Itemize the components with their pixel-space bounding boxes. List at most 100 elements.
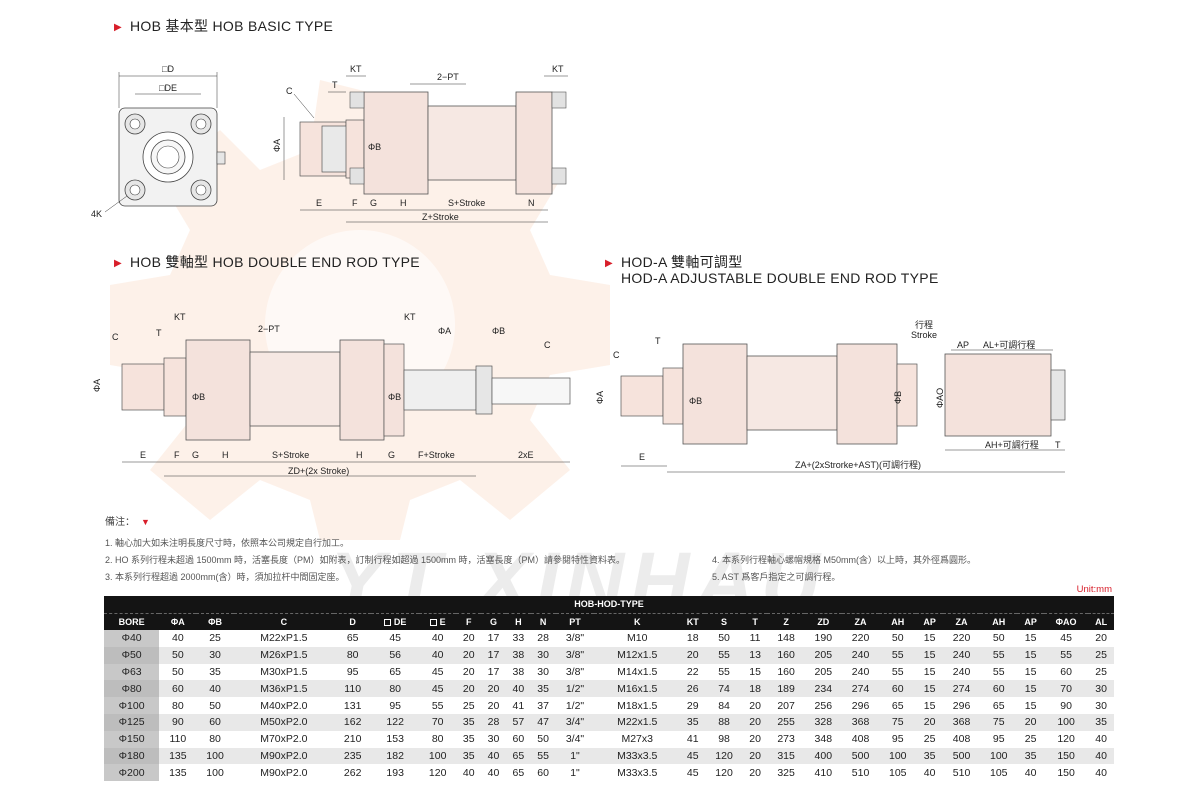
table-cell: 234 bbox=[804, 680, 842, 698]
label-t-2: T bbox=[156, 328, 162, 338]
table-cell: 120 bbox=[419, 764, 457, 782]
front-view-drawing: □D □DE 4K bbox=[91, 64, 226, 219]
table-cell: 65 bbox=[371, 663, 420, 681]
label-g-3: G bbox=[388, 450, 395, 460]
table-cell: 20 bbox=[1088, 630, 1114, 647]
table-cell: 240 bbox=[942, 646, 981, 664]
label-al-adj: AL+可調行程 bbox=[983, 339, 1035, 350]
table-cell: 205 bbox=[804, 646, 842, 664]
column-header-label: ΦB bbox=[208, 616, 222, 627]
table-cell: M40xP2.0 bbox=[233, 697, 335, 714]
column-header: Z bbox=[767, 613, 805, 630]
table-cell: M90xP2.0 bbox=[233, 747, 335, 765]
label-xingcheng: 行程 bbox=[915, 319, 933, 330]
table-cell: 296 bbox=[841, 697, 880, 714]
table-cell: 240 bbox=[841, 646, 880, 664]
triangle-bullet-icon: ▶ bbox=[114, 22, 122, 33]
table-cell: 29 bbox=[679, 697, 706, 714]
table-cell: 315 bbox=[767, 747, 805, 765]
label-stroke: Stroke bbox=[911, 330, 937, 340]
label-phi-b-6: ΦB bbox=[893, 391, 903, 404]
bore-cell: Φ100 bbox=[104, 697, 160, 714]
table-cell: 17 bbox=[481, 630, 506, 647]
square-symbol-icon bbox=[429, 618, 437, 626]
table-cell: 182 bbox=[371, 747, 420, 765]
column-header-label: BORE bbox=[118, 616, 145, 627]
table-cell: 3/8" bbox=[555, 663, 595, 681]
table-cell: 80 bbox=[159, 697, 197, 714]
table-cell: 348 bbox=[804, 730, 842, 748]
label-2xe: 2xE bbox=[518, 450, 534, 460]
table-cell: 105 bbox=[980, 764, 1018, 782]
table-cell: 35 bbox=[196, 663, 234, 681]
label-s-stroke: S+Stroke bbox=[448, 198, 485, 208]
table-cell: 35 bbox=[456, 713, 482, 731]
basic-side-view-drawing: C T KT 2−PT KT ΦA ΦB E F G H S+Stroke N … bbox=[272, 64, 568, 223]
table-cell: 325 bbox=[767, 764, 805, 782]
table-cell: 90 bbox=[159, 713, 197, 731]
table-cell: 25 bbox=[916, 730, 943, 748]
bore-cell: Φ150 bbox=[104, 730, 160, 748]
table-cell: M30xP1.5 bbox=[233, 663, 335, 681]
column-header-label: DE bbox=[393, 616, 407, 627]
table-cell: 100 bbox=[879, 747, 917, 765]
table-cell: 60 bbox=[980, 680, 1018, 698]
table-cell: 15 bbox=[916, 646, 943, 664]
column-header-label: ΦA bbox=[170, 616, 185, 627]
table-cell: 33 bbox=[505, 630, 531, 647]
table-cell: 75 bbox=[980, 713, 1018, 731]
label-t: T bbox=[332, 80, 338, 90]
table-cell: 40 bbox=[481, 747, 506, 765]
table-cell: 50 bbox=[980, 630, 1018, 647]
label-2pt: 2−PT bbox=[437, 72, 459, 82]
table-cell: 15 bbox=[742, 663, 768, 681]
table-cell: 38 bbox=[505, 646, 531, 664]
label-c: C bbox=[286, 86, 293, 96]
table-cell: 120 bbox=[705, 764, 743, 782]
table-cell: 408 bbox=[942, 730, 981, 748]
table-cell: 20 bbox=[481, 680, 506, 698]
table-cell: 40 bbox=[456, 764, 482, 782]
table-cell: 25 bbox=[1088, 663, 1114, 681]
column-header-label: K bbox=[633, 616, 641, 627]
label-h-2: H bbox=[222, 450, 229, 460]
table-cell: 41 bbox=[505, 697, 531, 714]
table-cell: 40 bbox=[159, 630, 197, 647]
table-cell: M33x3.5 bbox=[594, 747, 680, 765]
table-cell: 296 bbox=[942, 697, 981, 714]
table-cell: 15 bbox=[1017, 630, 1044, 647]
down-triangle-icon: ▼ bbox=[141, 517, 150, 527]
section-title-basic: ▶HOB 基本型 HOB BASIC TYPE bbox=[114, 18, 334, 34]
table-cell: 240 bbox=[841, 663, 880, 681]
table-cell: 30 bbox=[481, 730, 506, 748]
table-cell: 28 bbox=[530, 630, 556, 647]
table-cell: 20 bbox=[742, 713, 768, 731]
table-cell: 235 bbox=[334, 747, 372, 765]
label-kt-3: KT bbox=[404, 312, 416, 322]
label-g: G bbox=[370, 198, 377, 208]
column-header: ZA bbox=[942, 613, 981, 630]
table-cell: 15 bbox=[1017, 680, 1044, 698]
table-cell: 210 bbox=[334, 730, 372, 748]
table-cell: 15 bbox=[916, 680, 943, 698]
bore-cell: Φ50 bbox=[104, 646, 160, 664]
table-cell: 88 bbox=[705, 713, 743, 731]
column-header-label: F bbox=[465, 616, 472, 627]
table-cell: 1" bbox=[555, 747, 595, 765]
column-header-label: AP bbox=[1024, 616, 1037, 627]
column-header: H bbox=[505, 613, 531, 630]
table-cell: 70 bbox=[419, 713, 457, 731]
label-t-4: T bbox=[1055, 440, 1061, 450]
label-phi-a-4: ΦA bbox=[595, 391, 605, 404]
table-cell: 122 bbox=[371, 713, 420, 731]
table-cell: 3/4" bbox=[555, 730, 595, 748]
table-cell: 80 bbox=[419, 730, 457, 748]
table-cell: 510 bbox=[841, 764, 880, 782]
